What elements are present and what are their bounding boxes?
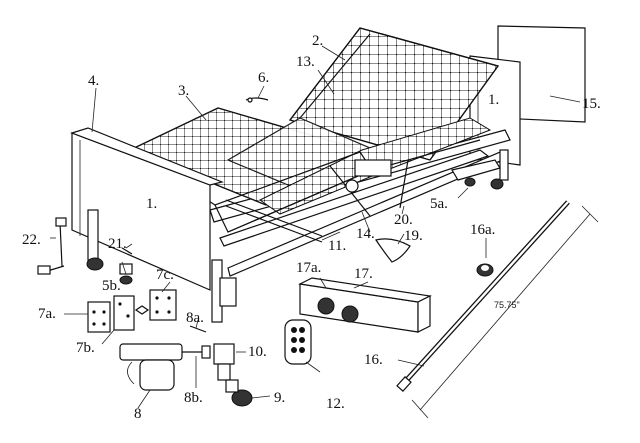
part-labels: 1. 1. 2. 3. 4. 5a. 5b. 6. 7a. 7b. 7c. 8 …: [22, 33, 601, 422]
leader-lines: [50, 45, 581, 409]
label-8: 8: [134, 406, 142, 422]
parts-8a-8b-9-10: [189, 325, 253, 407]
label-10: 10.: [248, 344, 267, 360]
label-22: 22.: [22, 232, 41, 248]
label-6: 6.: [258, 70, 269, 86]
caster-left: [86, 257, 104, 271]
crank-handle: [37, 217, 67, 275]
remote-12: [284, 319, 312, 365]
label-17a: 17a.: [296, 260, 321, 276]
label-9: 9.: [274, 390, 285, 406]
label-14: 14.: [356, 226, 375, 242]
bracket-7c: [149, 289, 177, 321]
control-box-17: [298, 277, 432, 333]
frame-rail-base: [219, 149, 490, 247]
label-21: 21.: [108, 236, 127, 252]
label-7c: 7c.: [156, 267, 174, 283]
label-19: 19.: [404, 228, 423, 244]
label-8a: 8a.: [186, 310, 204, 326]
label-1-head: 1.: [488, 92, 499, 108]
label-7b: 7b.: [76, 340, 95, 356]
label-13: 13.: [296, 54, 315, 70]
label-1-foot: 1.: [146, 196, 157, 212]
label-3: 3.: [178, 83, 189, 99]
label-16: 16.: [364, 352, 383, 368]
bed-frame: [70, 25, 586, 323]
knob-16a: [476, 263, 494, 277]
part-6-clip: [245, 97, 269, 103]
rod-16: [396, 200, 599, 419]
label-12: 12.: [326, 396, 345, 412]
motor-8: [119, 343, 211, 391]
label-2: 2.: [312, 33, 323, 49]
bracket-7a: [87, 301, 111, 333]
label-8b: 8b.: [184, 390, 203, 406]
label-5a: 5a.: [430, 196, 448, 212]
label-20: 20.: [394, 212, 413, 228]
clip-19: [375, 238, 411, 263]
label-11: 11.: [328, 238, 346, 254]
brackets-7: [87, 289, 177, 333]
label-15: 15.: [582, 96, 601, 112]
label-7a: 7a.: [38, 306, 56, 322]
footboard-leg-left: [87, 209, 99, 261]
bracket-7b: [113, 295, 135, 331]
label-16a: 16a.: [470, 222, 495, 238]
label-5b: 5b.: [102, 278, 121, 294]
label-4: 4.: [88, 73, 99, 89]
dimension-label: 75.75": [494, 300, 520, 310]
label-17: 17.: [354, 266, 373, 282]
